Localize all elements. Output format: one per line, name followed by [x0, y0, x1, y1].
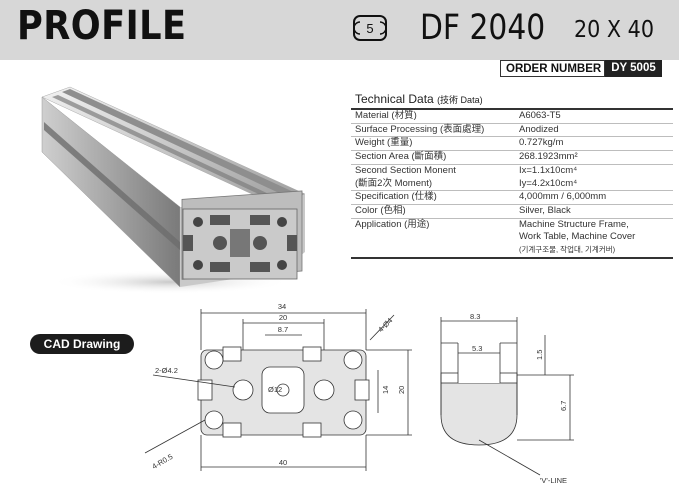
spec-row: Specification (仕樣)4,000mm / 6,000mm — [351, 190, 673, 205]
spec-row: Color (色相)Silver, Black — [351, 204, 673, 219]
spec-value: A6063-T5 — [515, 110, 673, 124]
series-badge-icon: 5 — [353, 15, 387, 41]
spec-row: Surface Processing (表面處理)Anodized — [351, 123, 673, 138]
spec-key — [351, 231, 515, 244]
spec-value: Silver, Black — [515, 204, 673, 219]
spec-value: Machine Structure Frame, — [519, 218, 629, 230]
cad-drawing: 34 20 8.7 4-Ø4 2-Ø4.2 Ø12 4-R0.5 14 20 4… — [144, 302, 574, 485]
spec-key: Application (用途) — [355, 218, 430, 230]
spec-row: (기계구조물, 작업대, 기계커버) — [351, 244, 673, 259]
series-number: 5 — [366, 21, 373, 36]
dim-34: 34 — [278, 302, 286, 311]
dim-8-7: 8.7 — [278, 325, 288, 334]
profile-size: 20 X 40 — [574, 17, 655, 43]
spec-value: Anodized — [515, 123, 673, 138]
spec-key: Second Section Monent — [355, 164, 456, 176]
page-title: PROFILE — [17, 3, 187, 49]
technical-data-title: Technical Data — [355, 92, 434, 106]
dim-4-phi4: 4-Ø4 — [376, 316, 394, 334]
cross-section-view — [197, 346, 370, 438]
spec-key: Specification (仕樣) — [351, 190, 515, 205]
order-number-box: ORDER NUMBER DY 5005 — [500, 60, 662, 77]
spec-key: Material (材質) — [351, 110, 515, 124]
spec-row: Work Table, Machine Cover — [351, 231, 673, 244]
spec-row: Section Area (斷面積)268.1923mm² — [351, 150, 673, 165]
technical-data-heading: Technical Data (技術 Data) — [351, 90, 673, 110]
spec-row: Second Section Monent Ix=1.1x10cm⁴ — [351, 164, 673, 177]
dim-phi12: Ø12 — [268, 385, 282, 394]
dim-8-3: 8.3 — [470, 312, 480, 321]
dim-6-7: 6.7 — [559, 401, 568, 411]
spec-row: Material (材質)A6063-T5 — [351, 110, 673, 124]
product-image — [41, 86, 305, 294]
spec-row: Application (用途) Machine Structure Frame, — [351, 218, 673, 231]
spec-key — [351, 244, 515, 259]
order-number-label: ORDER NUMBER — [500, 60, 606, 77]
dim-40: 40 — [279, 458, 287, 467]
dim-4-r0-5: 4-R0.5 — [150, 452, 174, 471]
spec-key: Color (色相) — [351, 204, 515, 219]
dim-14: 14 — [381, 386, 390, 394]
spec-key: Surface Processing (表面處理) — [351, 123, 515, 138]
v-line-label: 'V'-LINE — [540, 476, 567, 485]
technical-data-subtitle: (技術 Data) — [437, 95, 483, 105]
technical-data-table: Technical Data (技術 Data) Material (材質)A6… — [351, 90, 673, 259]
spec-value: Iy=4.2x10cm⁴ — [515, 177, 673, 192]
spec-key: Section Area (斷面積) — [351, 150, 515, 165]
dim-20: 20 — [279, 313, 287, 322]
slot-detail-view — [440, 342, 518, 446]
dim-1-5: 1.5 — [535, 350, 544, 360]
spec-key: (斷面2次 Moment) — [351, 177, 515, 192]
spec-value: 4,000mm / 6,000mm — [515, 190, 673, 205]
spec-table: Material (材質)A6063-T5 Surface Processing… — [351, 110, 673, 259]
spec-value: 0.727kg/m — [515, 136, 673, 152]
dim-2-phi4-2: 2-Ø4.2 — [155, 366, 178, 375]
spec-value: Ix=1.1x10cm⁴ — [519, 164, 578, 176]
dim-5-3: 5.3 — [472, 344, 482, 353]
spec-value: (기계구조물, 작업대, 기계커버) — [515, 244, 673, 259]
model-number: DF 2040 — [420, 8, 546, 48]
spec-row: (斷面2次 Moment)Iy=4.2x10cm⁴ — [351, 177, 673, 192]
spec-value: Work Table, Machine Cover — [519, 231, 636, 243]
spec-row: Weight (重量)0.727kg/m — [351, 136, 673, 152]
spec-value: 268.1923mm² — [515, 150, 673, 165]
order-number-value: DY 5005 — [605, 60, 662, 77]
cad-drawing-badge: CAD Drawing — [30, 334, 134, 354]
spec-key: Weight (重量) — [351, 136, 515, 152]
dim-20-vertical: 20 — [397, 386, 406, 394]
header-bar — [0, 0, 679, 60]
